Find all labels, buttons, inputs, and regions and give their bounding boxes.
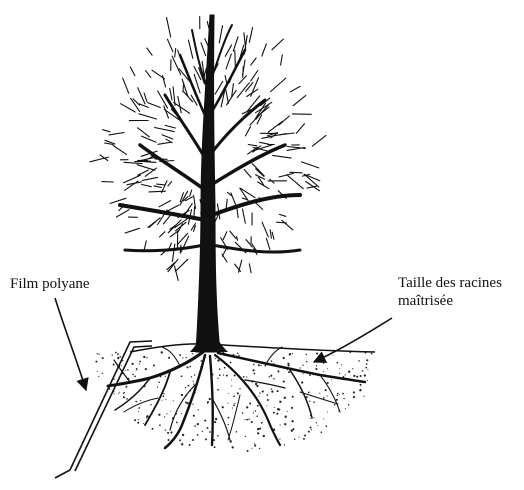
roots-icon: [108, 347, 365, 448]
soil-surface-line: [130, 344, 375, 352]
roots-arrow-icon: [314, 318, 392, 362]
root-pruning-label-line2: maîtrisée: [398, 292, 502, 310]
film-polyane-label: Film polyane: [10, 275, 90, 293]
polyane-film-icon: [55, 341, 152, 478]
root-pruning-label-line1: Taille des racines: [398, 274, 502, 292]
film-arrow-icon: [55, 298, 86, 390]
root-pruning-label: Taille des racines maîtrisée: [398, 274, 502, 310]
tree-icon: [90, 15, 326, 352]
soil-icon: [92, 343, 375, 452]
